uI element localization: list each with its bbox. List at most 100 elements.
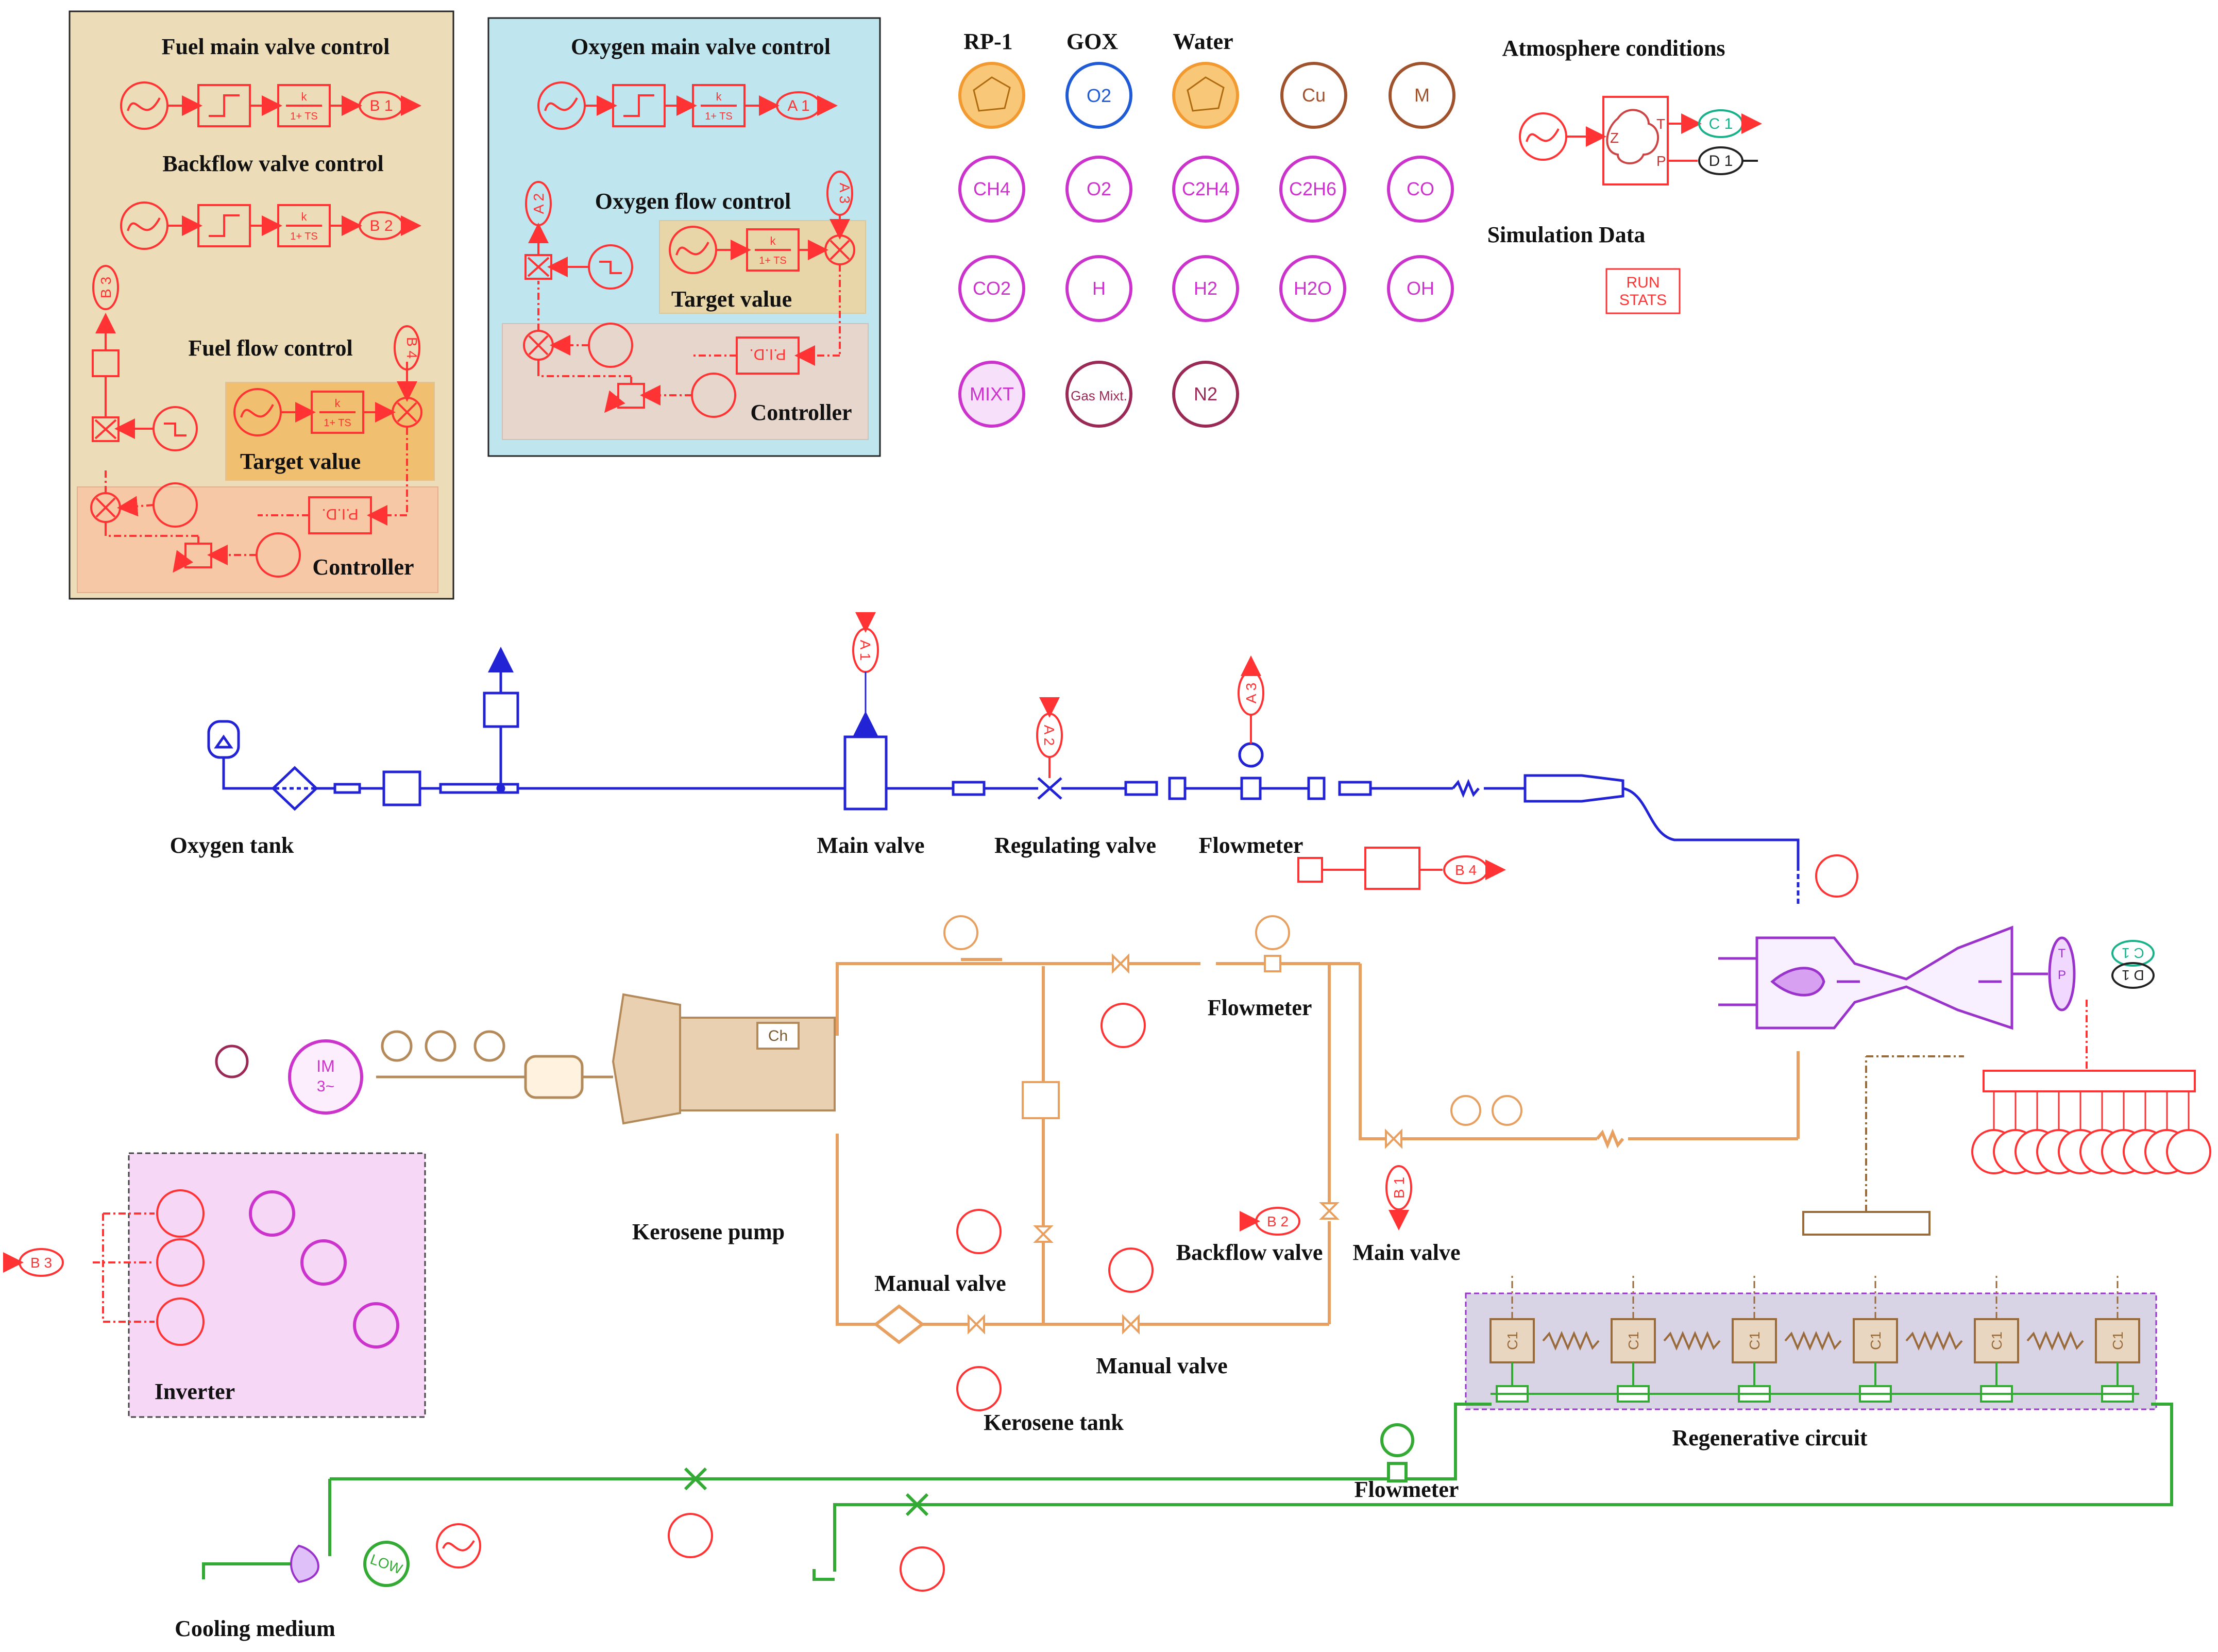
species-label: CO — [1407, 178, 1434, 199]
oxygen-controller-label: Controller — [750, 400, 852, 425]
b3-tag: B 3 — [98, 277, 114, 298]
species-label: OH — [1407, 278, 1434, 299]
motor-shaft — [376, 1030, 613, 1099]
fuel-pid: P.I.D. — [321, 505, 358, 522]
cooling-flowmeter-label: Flowmeter — [1354, 1477, 1459, 1502]
species-c2h6-icon: C2H6 — [1279, 156, 1346, 223]
simulation-title: Simulation Data — [1487, 222, 1646, 247]
species-n2-icon: N2 — [1172, 361, 1239, 428]
regen-cell-label: C1 — [1868, 1331, 1884, 1350]
fuel-flow-control-title: Fuel flow control — [188, 335, 352, 361]
backflow-lag: 1+ TS — [290, 231, 318, 242]
species-o2-icon: O2 — [1065, 156, 1132, 223]
fuel-main-k: k — [301, 90, 308, 103]
fuel-target-lag: 1+ TS — [324, 417, 351, 429]
species-row-1: Cu M — [1280, 62, 1455, 129]
regen-circuit-area — [1465, 1292, 2157, 1410]
cooling-medium-label: Cooling medium — [175, 1616, 335, 1641]
motor-temp-sensor — [215, 1044, 249, 1078]
regen-resistor — [1663, 1330, 1721, 1351]
engine-gauges — [1971, 1091, 2211, 1174]
fuel-target-chain — [233, 362, 422, 436]
oxygen-target-chain — [669, 214, 855, 274]
motor-phase: 3~ — [317, 1078, 334, 1095]
regen-cell-label: C1 — [2110, 1331, 2126, 1350]
regen-cell: C1 — [2095, 1273, 2140, 1403]
oxygen-target-label: Target value — [671, 286, 792, 312]
oxygen-line — [207, 647, 1800, 904]
backflow-valve-label: Backflow valve — [1176, 1240, 1323, 1265]
atmosphere-title: Atmosphere conditions — [1502, 36, 1725, 61]
ox-main-k: k — [716, 90, 722, 103]
fuel-target-k: k — [335, 397, 341, 410]
b4-tag-shape — [394, 325, 420, 370]
regen-resistor — [1905, 1330, 1963, 1351]
species-label: N2 — [1194, 383, 1217, 404]
ker-b4-tag: B 4 — [1455, 862, 1477, 878]
oxygen-main-chain — [537, 81, 838, 130]
engine-d1-tag — [2111, 962, 2155, 989]
fuel-main-valve-control-title: Fuel main valve control — [162, 34, 390, 59]
oxygen-main-valve-label: Main valve — [817, 833, 925, 858]
regen-resistor — [1542, 1330, 1600, 1351]
atmosphere-block: Atmosphere conditions Z T P C 1 D 1 — [1502, 36, 1762, 186]
species-label: Gas Mixt. — [1071, 388, 1127, 403]
kerosene-pump — [612, 993, 836, 1125]
species-label: MIXT — [970, 383, 1014, 404]
atmo-port-z: Z — [1610, 130, 1619, 146]
regen-cell-label: C1 — [1504, 1331, 1520, 1350]
simulation-data-block: Simulation Data RUN STATS — [1487, 222, 1681, 314]
kerosene-line — [836, 958, 1800, 1344]
out-b1-tag: B 1 — [369, 97, 393, 114]
ox-target-k: k — [770, 234, 776, 247]
species-ch4-icon: CH4 — [958, 156, 1025, 223]
oxygen-control-panel: Oxygen main valve control k 1+ TS A 1 Ox… — [487, 17, 881, 457]
kerosene-valves — [943, 915, 1522, 1335]
regen-bus — [1802, 1055, 1964, 1236]
species-h2o-icon: H2O — [1279, 255, 1346, 322]
species-label: CH4 — [973, 178, 1010, 199]
species-co2-icon: CO2 — [958, 255, 1025, 322]
species-oh-icon: OH — [1387, 255, 1454, 322]
species-row-2: CH4 O2 C2H4 C2H6 CO — [958, 156, 1454, 223]
inverter-internals — [3, 1189, 205, 1346]
backflow-k: k — [301, 210, 308, 223]
run-stats-line1: RUN — [1627, 274, 1660, 291]
species-gas-mixt--icon: Gas Mixt. — [1065, 361, 1132, 428]
kerosene-signal-tags — [956, 847, 1506, 1411]
engine-port-t: T — [2058, 947, 2066, 960]
cooling-manifold — [290, 1544, 319, 1583]
species-h2-icon: H2 — [1172, 255, 1239, 322]
oxygen-flowmeter-sensor — [1238, 742, 1264, 768]
fuel-main-chain — [120, 81, 421, 130]
kerosene-tank-label: Kerosene tank — [984, 1410, 1124, 1435]
fuel-controller-label: Controller — [312, 554, 414, 580]
regen-label: Regenerative circuit — [1672, 1425, 1867, 1451]
fuel-control-panel: Fuel main valve control k 1+ TS B 1 Back… — [69, 10, 454, 600]
species-label: H2O — [1294, 278, 1332, 299]
oxygen-main-valve-control-title: Oxygen main valve control — [571, 34, 831, 59]
out-b2-tag: B 2 — [369, 217, 393, 234]
species-c2h4-icon: C2H4 — [1172, 156, 1239, 223]
species-mixt-icon: MIXT — [958, 361, 1025, 428]
a2-tag-panel: A 2 — [531, 193, 547, 214]
cooling-circuit — [202, 1403, 2173, 1587]
ox-main-lag: 1+ TS — [705, 111, 733, 122]
fuel-vertical-chain — [92, 265, 198, 451]
motor-label: IM — [316, 1057, 335, 1075]
species-m-icon: M — [1389, 62, 1455, 129]
run-stats-button[interactable] — [1605, 268, 1681, 314]
species-co-icon: CO — [1387, 156, 1454, 223]
species-label: M — [1414, 85, 1430, 106]
inverter-label: Inverter — [155, 1379, 235, 1404]
species-label: H2 — [1194, 278, 1217, 299]
species-row-4: MIXT Gas Mixt. N2 — [958, 361, 1239, 428]
species-cu-icon: Cu — [1280, 62, 1347, 129]
oxygen-signal-tags — [852, 612, 1264, 778]
combustion-engine — [1718, 925, 2076, 1030]
out-a1-tag: A 1 — [787, 97, 809, 114]
gox-header: GOX — [1066, 29, 1118, 54]
cooling-sensors — [436, 1513, 945, 1592]
svg-text:C 1: C 1 — [1709, 115, 1733, 132]
